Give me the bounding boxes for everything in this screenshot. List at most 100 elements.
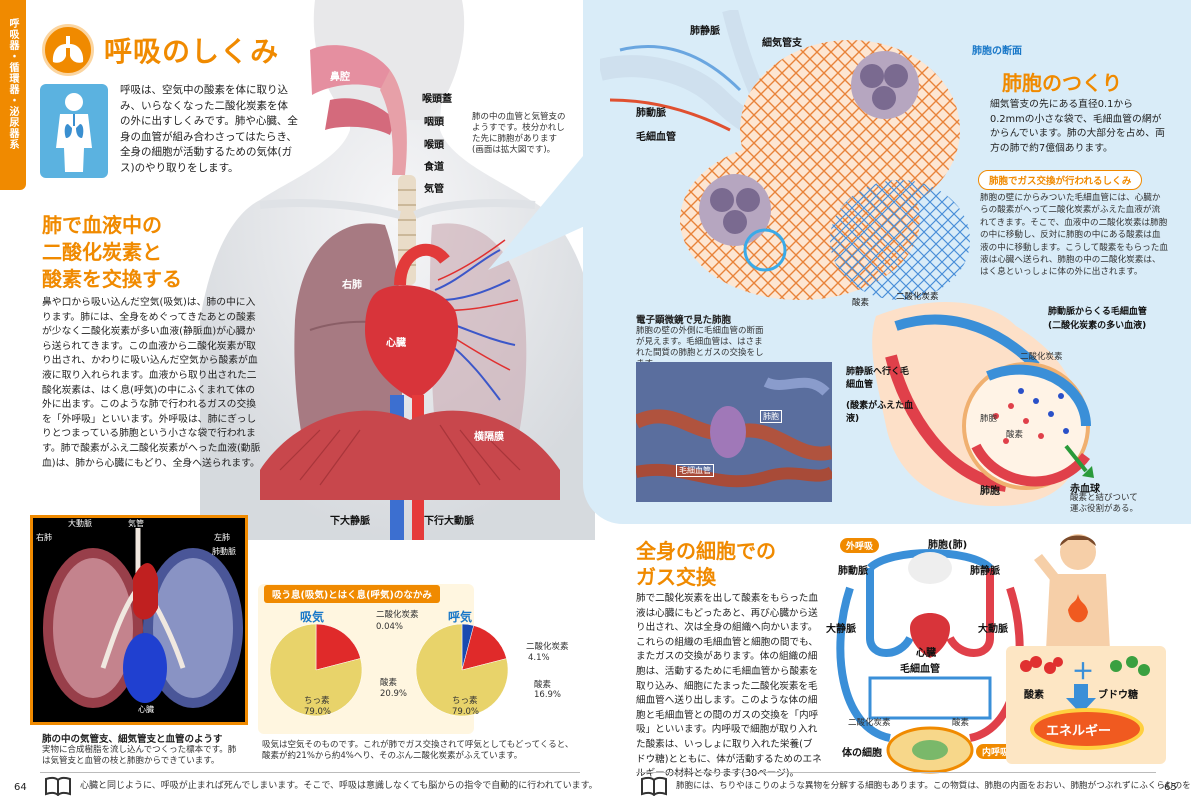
section1-body: 鼻や口から吸い込んだ空気(吸気)は、肺の中に入ります。肺には、全身をめぐってきた… (42, 297, 261, 469)
em-photo (636, 362, 832, 502)
section1-heading-3: 酸素を交換する (42, 267, 182, 291)
exhale-slice-o2 (461, 625, 507, 671)
diagram-alveolus-label: 肺胞 (980, 486, 1000, 497)
oxygen-molecules-icon (1020, 656, 1063, 674)
left-footer-rule (40, 772, 580, 773)
inhale-o2-label: 酸素 (380, 678, 398, 688)
diagram-to-pulm-vein-sub: (酸素がふえた血液) (846, 401, 914, 424)
exhale-slice-n2 (415, 623, 509, 717)
inhale-co2-value: 0.04% (376, 622, 404, 632)
anatomy-figure (200, 0, 595, 540)
left-footer-note: 心臓と同じように、呼吸が止まれば死んでしまいます。そこで、呼吸は意識しなくても脳… (80, 781, 598, 791)
exhale-o2-value: 16.9% (534, 690, 562, 700)
lung-note: 肺の中の血管と気管支のようすです。枝分かれした先に肺胞があります(画面は拡大図で… (472, 112, 566, 155)
lung-title-icon (42, 24, 94, 76)
cast-label-left-lung: 左肺 (214, 533, 230, 542)
breath-box-title: 吸う息(吸気)とはく息(呼気)のなかみ (264, 585, 440, 603)
section2-heading-2: ガス交換 (636, 565, 716, 589)
gas-exchange-body: 肺胞の壁にからみついた毛細血管には、心臓からの酸素がへって二酸化炭素がふえた血液… (980, 193, 1168, 278)
diagram-oxygen-label: 酸素 (852, 298, 870, 308)
cast-label-trachea: 気管 (128, 519, 144, 528)
right-page-number: 65 (1164, 782, 1177, 793)
exhale-pie-chart (415, 623, 509, 717)
inhale-pie-chart (269, 623, 363, 717)
em-label-alveolus: 肺胞 (760, 410, 782, 423)
energy-oxygen-label: 酸素 (1024, 690, 1044, 701)
circ-vena-cava: 大静脈 (826, 624, 856, 635)
cast-label-aorta: 大動脈 (68, 519, 92, 528)
label-descending-aorta: 下行大動脈 (424, 516, 474, 527)
em-image (636, 362, 832, 502)
exhale-n2-label: ちっ素 (452, 696, 478, 706)
em-photo-title: 電子顕微鏡で見た肺胞 (636, 315, 732, 326)
circ-capillary: 毛細血管 (900, 664, 940, 675)
resin-cast-image (43, 528, 243, 708)
side-tab (0, 0, 26, 190)
inhale-co2-label: 二酸化炭素 (376, 610, 419, 620)
circ-aorta: 大動脈 (978, 624, 1008, 635)
section1-heading-2: 二酸化炭素と (42, 240, 162, 264)
exhale-co2-value: 4.1% (528, 653, 550, 663)
label-nasal-cavity: 鼻腔 (330, 72, 350, 83)
section2-heading-1: 全身の細胞での (636, 539, 776, 563)
right-footer-rule (636, 772, 1156, 773)
label-trachea: 気管 (424, 184, 444, 195)
boy-illustration (1034, 534, 1110, 650)
callout-beam (488, 150, 598, 270)
circ-heart: 心臓 (916, 648, 936, 659)
side-tab-label: 呼吸器・循環器・泌尿器系 (7, 18, 18, 150)
cast-label-heart: 心臓 (138, 705, 154, 714)
energy-label: エネルギー (1046, 724, 1112, 739)
circ-pulm-vein: 肺静脈 (970, 566, 1000, 577)
circ-pulm-artery: 肺動脈 (838, 566, 868, 577)
circ-body-cells: 体の細胞 (842, 748, 882, 759)
diagram-rbc-label: 赤血球 (1070, 484, 1100, 495)
label-larynx: 喉頭 (424, 140, 444, 151)
cast-label-right-lung: 右肺 (36, 533, 52, 542)
cast-caption: 実物に合成樹脂を流し込んでつくった標本です。肺は気管支と血管の枝と肺胞からできて… (42, 745, 237, 766)
page-title: 呼吸のしくみ (104, 35, 280, 68)
circ-alveolus: 肺胞(肺) (928, 540, 968, 551)
exhale-co2-label: 二酸化炭素 (526, 642, 569, 652)
lung-icon (52, 36, 84, 63)
circ-internal-respiration: 内呼吸 (976, 744, 1016, 759)
cast-label-pulmonary-artery: 肺動脈 (212, 547, 236, 556)
resin-cast-photo (30, 515, 248, 725)
energy-badge (1034, 712, 1140, 746)
label-pulmonary-vein: 肺静脈 (690, 26, 720, 37)
label-esophagus: 食道 (424, 162, 444, 173)
glucose-molecules-icon (1110, 656, 1150, 676)
book-icon (641, 776, 667, 796)
diagram-o2-inner: 酸素 (1006, 430, 1024, 440)
diagram-from-pulm-artery-sub: (二酸化炭素の多い血液) (1048, 321, 1147, 331)
left-page-number: 64 (14, 782, 27, 793)
circ-external-respiration: 外呼吸 (840, 538, 880, 553)
section1-heading-1: 肺で血液中の (42, 213, 162, 237)
capillary-exchange-diagram (872, 302, 1094, 506)
label-heart: 心臓 (386, 338, 406, 349)
human-body-icon (56, 93, 92, 172)
down-arrow-icon (1066, 684, 1096, 714)
alveoli-illustration (600, 10, 970, 300)
label-inferior-vena-cava: 下大静脈 (330, 516, 370, 527)
diagram-co2-inner: 二酸化炭素 (1020, 352, 1063, 362)
exhale-n2-value: 79.0% (452, 707, 480, 717)
label-pharynx: 咽頭 (424, 117, 444, 128)
alveolus-structure-body: 細気管支の先にある直径0.1から0.2mmの小さな袋で、毛細血管の網がからんでい… (990, 99, 1165, 154)
inhale-o2-value: 20.9% (380, 689, 408, 699)
label-epiglottis: 喉頭蓋 (422, 94, 452, 105)
em-label-capillary: 毛細血管 (676, 464, 714, 477)
label-diaphragm: 横隔膜 (474, 432, 504, 443)
exhale-label: 呼気 (448, 610, 473, 624)
label-right-lung: 右肺 (342, 280, 362, 291)
right-footer-note: 肺胞には、ちりやほこりのような異物を分解する細胞もあります。この物質は、肺胞の内… (676, 781, 1191, 791)
diagram-from-pulm-artery: 肺動脈からくる毛細血管 (1048, 307, 1147, 317)
inhale-label: 吸気 (300, 610, 325, 624)
inhale-slice-o2 (315, 623, 361, 671)
cast-caption-title: 肺の中の気管支、細気管支と血管のようす (42, 734, 223, 745)
inhale-slice-n2 (269, 623, 363, 717)
alveolus-structure-title: 肺胞のつくり (1002, 71, 1122, 95)
inhale-n2-label: ちっ素 (304, 696, 330, 706)
circ-co2: 二酸化炭素 (848, 718, 891, 728)
label-bronchiole: 細気管支 (762, 38, 802, 49)
